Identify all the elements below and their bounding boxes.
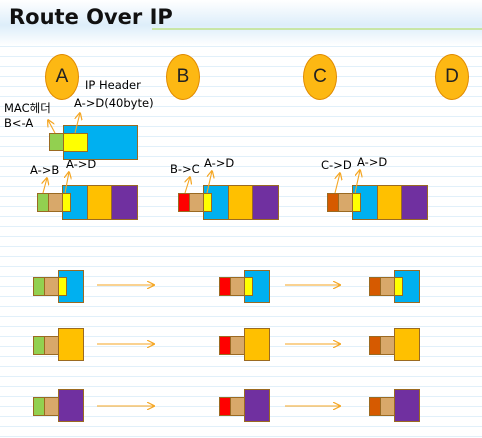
frame-c-orange-box [377, 185, 403, 220]
background-lines [0, 36, 482, 438]
node-c: C [303, 54, 337, 100]
frag2-c-orange-box [394, 328, 420, 361]
frame-b-orange-box [228, 185, 254, 220]
mac-header-callout-arrow [48, 120, 56, 134]
frag3-a-purple-box [58, 389, 84, 422]
hop1-ip-label: A->D [66, 157, 97, 171]
hop2-mac-label: B->C [170, 162, 200, 176]
frame-a-purple-box [111, 185, 138, 220]
title-rule [152, 28, 482, 30]
node-a: A [45, 54, 79, 100]
hop1-mac-callout-arrow [43, 178, 47, 194]
ip-header-box [63, 133, 88, 152]
hop3-ip-label: A->D [357, 155, 388, 169]
mac-header-label: MAC헤더 [4, 101, 51, 115]
node-b: B [166, 54, 200, 100]
frag1-b-ip-box [244, 277, 253, 296]
frag2-b-orange-box [244, 328, 270, 361]
frame-a-ip-box [62, 193, 71, 212]
frame-a-orange-box [87, 185, 113, 220]
ip-header-ad-label: A->D(40byte) [74, 96, 154, 110]
hop1-mac-label: A->B [30, 163, 60, 177]
frag1-a-ip-box [58, 277, 67, 296]
frame-c-purple-box [401, 185, 428, 220]
frame-b-ip-box [203, 193, 212, 212]
ip-header-label: IP Header [85, 78, 141, 92]
hop2-ip-label: A->D [204, 156, 235, 170]
slide-title: Route Over IP [9, 5, 173, 29]
hop2-mac-callout-arrow [185, 177, 190, 194]
frame-c-ip-box [352, 193, 361, 212]
frag2-a-orange-box [58, 328, 84, 361]
hop3-mac-label: C->D [321, 158, 352, 172]
frame-b-purple-box [252, 185, 279, 220]
hop3-mac-callout-arrow [334, 173, 340, 194]
mac-header-direction-label: B<-A [4, 116, 34, 130]
frag3-c-purple-box [394, 389, 420, 422]
frag1-c-ip-box [394, 277, 403, 296]
title-band [0, 0, 482, 46]
node-d: D [435, 54, 469, 100]
frag3-b-purple-box [244, 389, 270, 422]
